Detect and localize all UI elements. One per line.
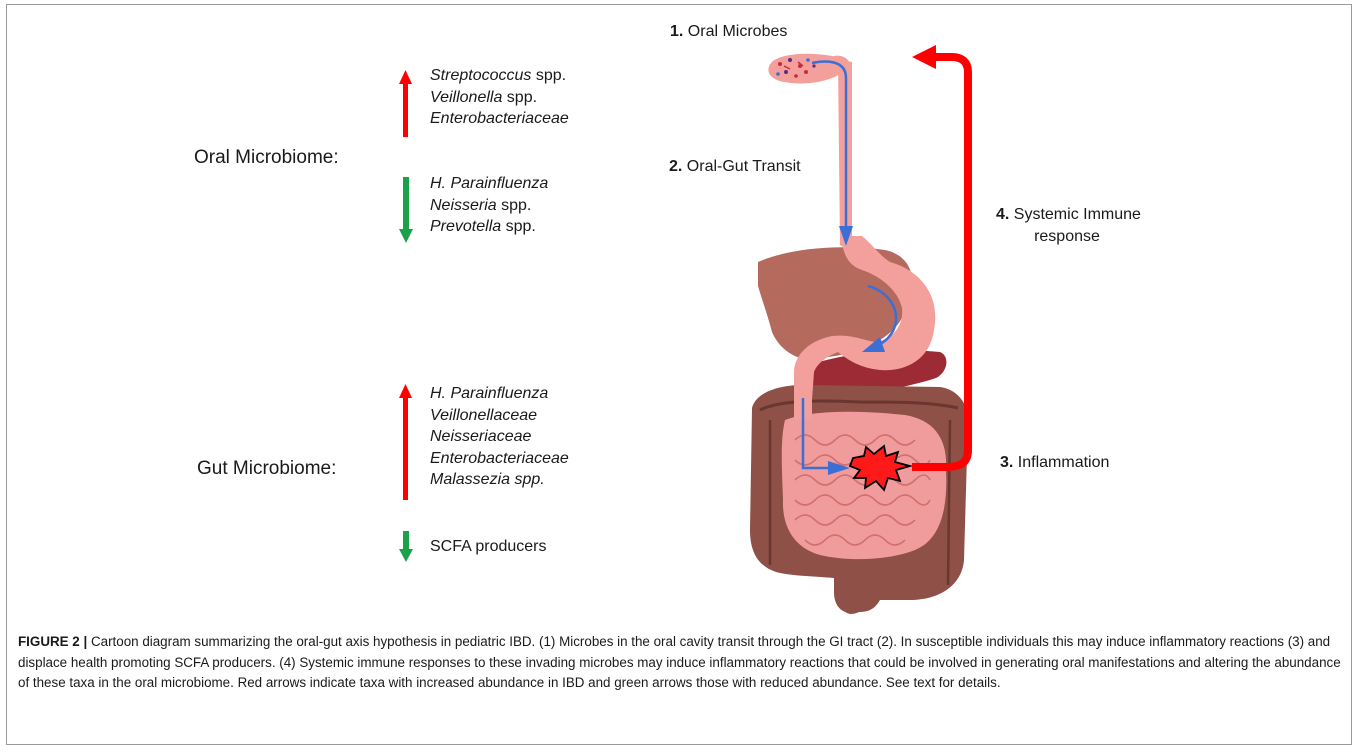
- taxon-item: Malassezia spp.: [430, 469, 569, 491]
- step-4-label: 4. Systemic Immune response: [996, 204, 1138, 248]
- taxon-item: Streptococcus spp.: [430, 65, 569, 87]
- gut-increased-list: H. Parainfluenza Veillonellaceae Neisser…: [430, 383, 569, 491]
- caption-text: Cartoon diagram summarizing the oral-gut…: [18, 634, 1341, 690]
- gut-increase-arrow-icon: [399, 384, 412, 500]
- taxon-item: Prevotella spp.: [430, 216, 548, 238]
- taxon-item: H. Parainfluenza: [430, 383, 569, 405]
- taxon-item: H. Parainfluenza: [430, 173, 548, 195]
- step-3-label: 3. Inflammation: [1000, 452, 1109, 474]
- caption-label: FIGURE 2 |: [18, 634, 87, 649]
- oral-increased-list: Streptococcus spp. Veillonella spp. Ente…: [430, 65, 569, 130]
- taxon-item: Veillonella spp.: [430, 87, 569, 109]
- taxon-item: SCFA producers: [430, 536, 547, 558]
- taxon-item: Enterobacteriaceae: [430, 108, 569, 130]
- oral-decrease-arrow-icon: [399, 177, 413, 243]
- gut-microbiome-label: Gut Microbiome:: [197, 458, 336, 480]
- step-1-label: 1. Oral Microbes: [670, 21, 787, 43]
- oral-microbiome-label: Oral Microbiome:: [194, 147, 339, 169]
- taxon-item: Neisseriaceae: [430, 426, 569, 448]
- oral-increase-arrow-icon: [399, 70, 412, 137]
- gut-decreased-list: SCFA producers: [430, 536, 547, 558]
- gi-tract-illustration: [750, 56, 968, 614]
- taxon-item: Enterobacteriaceae: [430, 448, 569, 470]
- oral-decreased-list: H. Parainfluenza Neisseria spp. Prevotel…: [430, 173, 548, 238]
- taxon-item: Veillonellaceae: [430, 405, 569, 427]
- figure-caption: FIGURE 2 | Cartoon diagram summarizing t…: [18, 632, 1343, 694]
- taxon-item: Neisseria spp.: [430, 195, 548, 217]
- oral-microbes-icon: [768, 54, 843, 84]
- step-2-label: 2. Oral-Gut Transit: [669, 156, 801, 178]
- gut-decrease-arrow-icon: [399, 531, 413, 562]
